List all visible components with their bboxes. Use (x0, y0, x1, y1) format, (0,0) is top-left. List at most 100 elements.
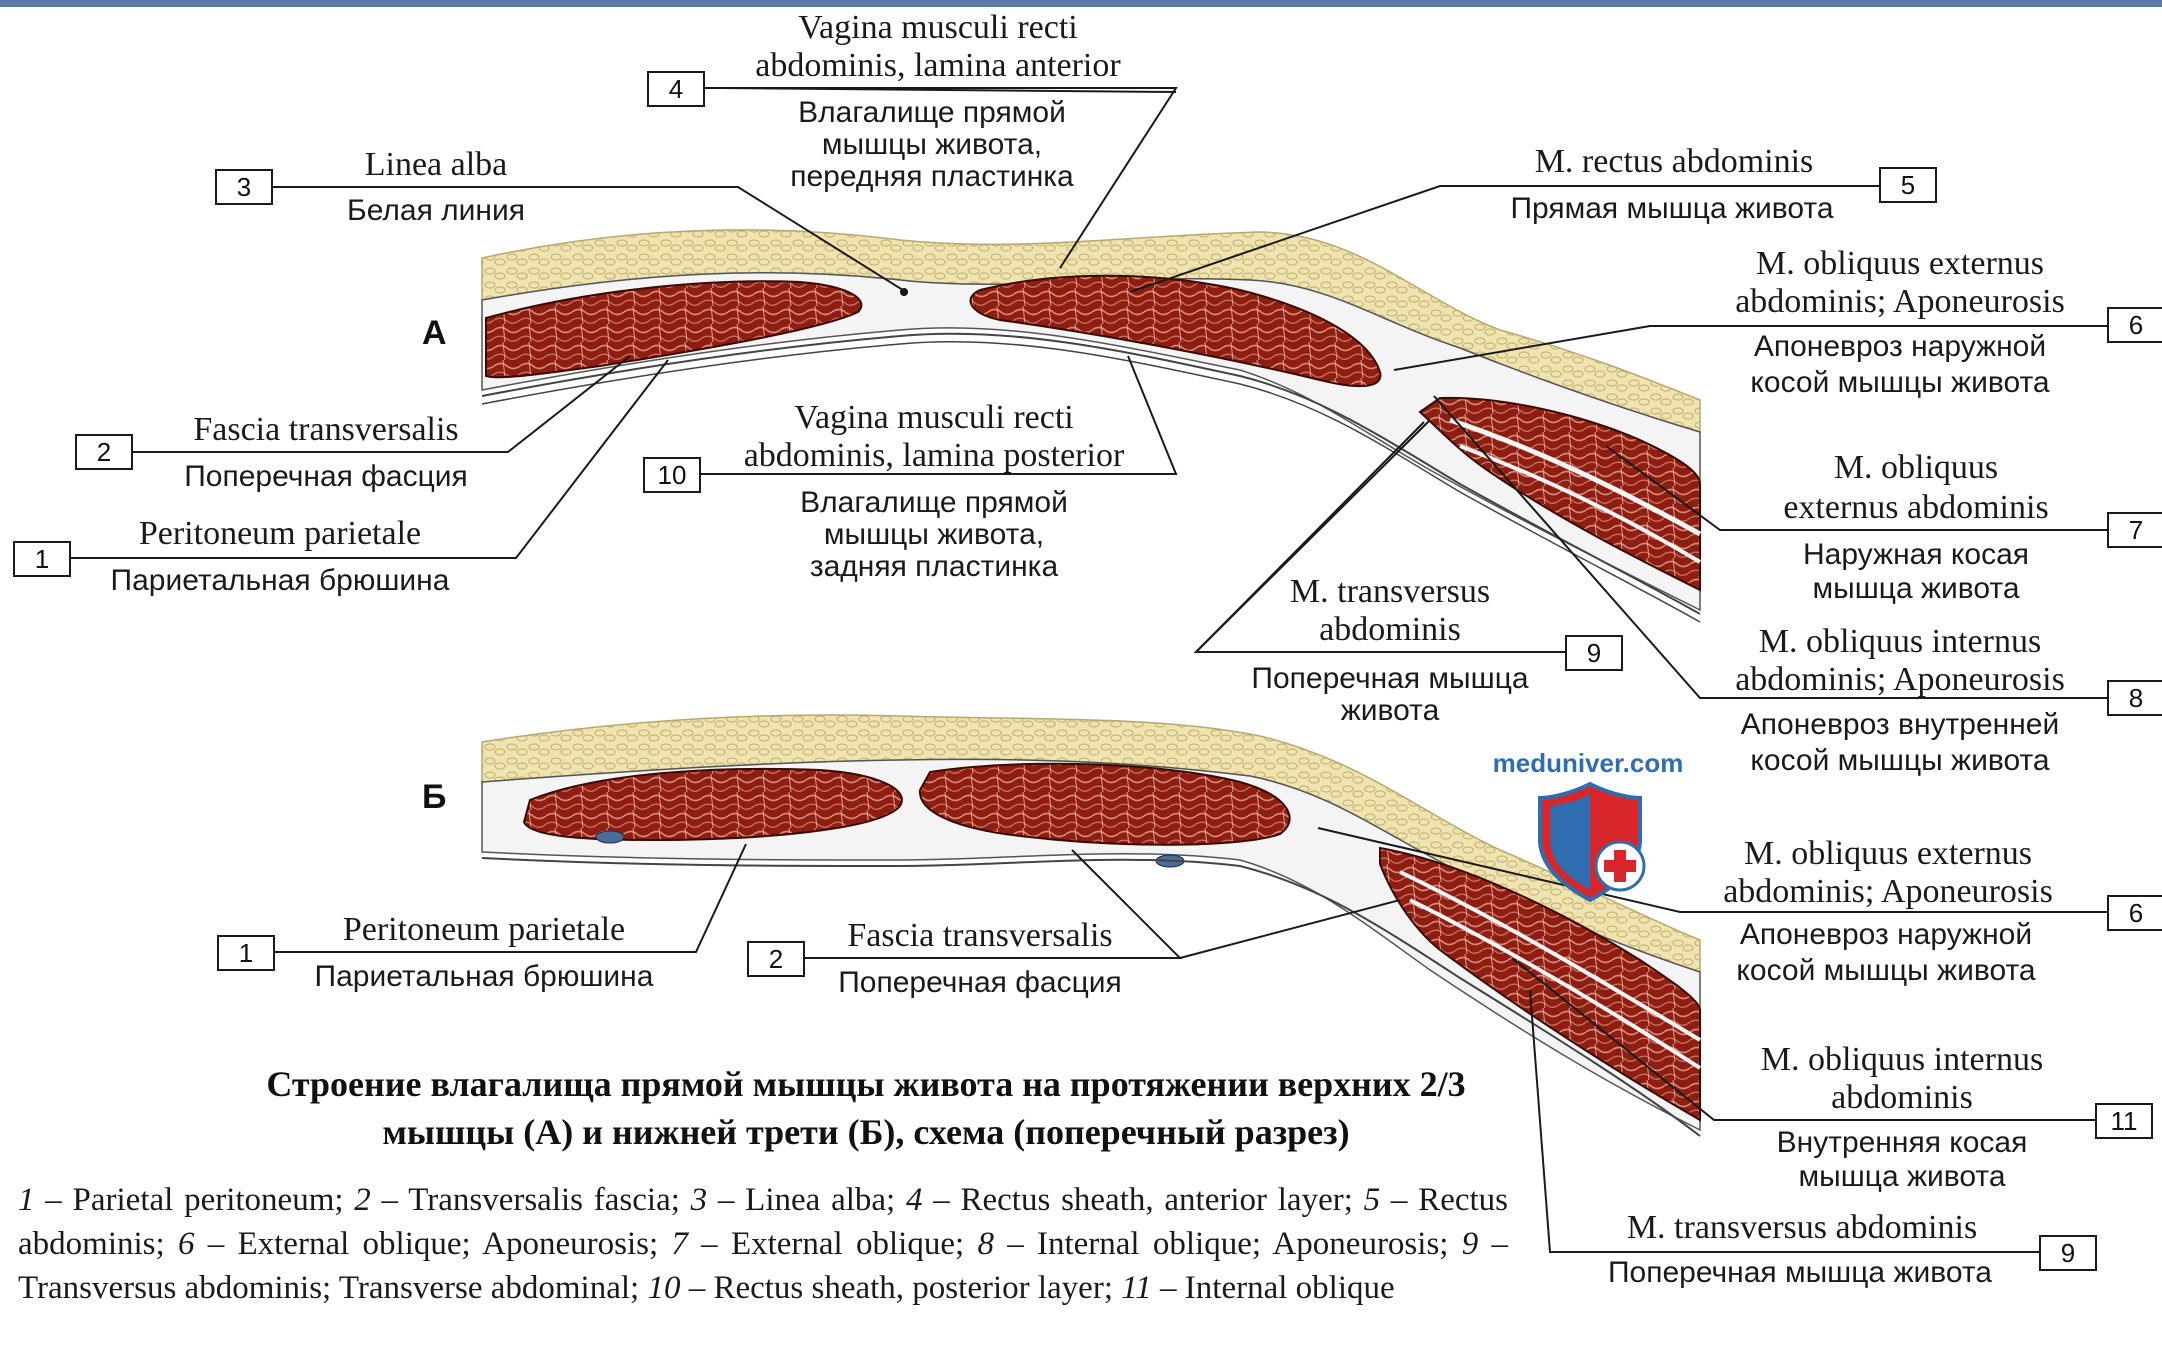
label-a9-latin-1: M. transversus (1290, 573, 1490, 610)
label-a2-ru: Поперечная фасция (184, 460, 468, 493)
label-a5-number: 5 (1901, 170, 1915, 200)
label-a6-latin-1: M. obliquus externus (1756, 245, 2044, 282)
label-a4-latin-2: abdominis, lamina anterior (755, 47, 1121, 84)
label-b6-ru-2: косой мышцы живота (1736, 954, 2035, 987)
legend-item-number: 6 (178, 1226, 195, 1262)
label-a10-ru-1: Влагалище прямой (800, 486, 1068, 519)
legend-item: 1 – Parietal peritoneum; (18, 1182, 354, 1218)
legend-item: 6 – External oblique; Aponeurosis; (178, 1226, 671, 1262)
label-b2-number: 2 (769, 944, 783, 974)
legend-item-number: 2 (354, 1182, 371, 1218)
caption-line-1: Строение влагалища прямой мышцы живота н… (196, 1060, 1536, 1108)
legend-item-text: – Rectus sheath, posterior layer; (680, 1270, 1121, 1306)
label-a5-ru: Прямая мышца живота (1510, 192, 1833, 225)
label-a9-number: 9 (1587, 638, 1601, 668)
label-b2-ru: Поперечная фасция (838, 966, 1122, 999)
label-b9-number: 9 (2061, 1238, 2075, 1268)
figure-legend: 1 – Parietal peritoneum; 2 – Transversal… (18, 1178, 1508, 1310)
legend-item: 10 – Rectus sheath, posterior layer; (647, 1270, 1121, 1306)
legend-item-number: 1 (18, 1182, 35, 1218)
label-a3-ru: Белая линия (347, 194, 525, 227)
legend-item: 7 – External oblique; (671, 1226, 977, 1262)
label-a8-latin-2: abdominis; Aponeurosis (1735, 661, 2065, 698)
legend-item-text: – Rectus sheath, anterior layer; (922, 1182, 1363, 1218)
legend-item: 11 – Internal oblique (1121, 1270, 1394, 1306)
label-b9-ru: Поперечная мышца живота (1608, 1256, 1992, 1289)
label-a5-latin: M. rectus abdominis (1535, 143, 1814, 180)
section-label-b: Б (422, 778, 446, 816)
caption-line-2: мышцы (А) и нижней трети (Б), схема (поп… (196, 1108, 1536, 1156)
legend-item-text: – Linea alba; (707, 1182, 906, 1218)
label-a4-ru-3: передняя пластинка (790, 160, 1074, 193)
legend-item-number: 5 (1364, 1182, 1381, 1218)
label-a6-number: 6 (2129, 310, 2143, 340)
label-a8-ru-2: косой мышцы живота (1750, 744, 2049, 777)
legend-item-text: – External oblique; Aponeurosis; (194, 1226, 671, 1262)
label-a1-ru: Париетальная брюшина (111, 564, 450, 597)
label-b1-number: 1 (239, 938, 253, 968)
label-b9-latin: M. transversus abdominis (1627, 1209, 1977, 1246)
legend-item-number: 8 (977, 1226, 994, 1262)
legend-item: 4 – Rectus sheath, anterior layer; (906, 1182, 1364, 1218)
legend-item-number: 10 (647, 1270, 680, 1306)
legend-item-number: 7 (671, 1226, 688, 1262)
label-a7-latin-1: M. obliquus (1834, 449, 1998, 486)
label-a2-latin: Fascia transversalis (193, 411, 458, 448)
label-a8-ru-1: Апоневроз внутренней (1741, 708, 2059, 741)
legend-item-number: 3 (691, 1182, 708, 1218)
label-a1-latin: Peritoneum parietale (139, 515, 421, 552)
legend-item-text: – Internal oblique (1152, 1270, 1395, 1306)
label-a2-number: 2 (97, 437, 111, 467)
label-a9-ru-1: Поперечная мышца (1251, 662, 1528, 695)
label-a4-latin-1: Vagina musculi recti (798, 9, 1077, 46)
legend-item-text: – Transversalis fascia; (371, 1182, 691, 1218)
section-label-a: А (422, 314, 447, 352)
label-a9-latin-2: abdominis (1319, 611, 1461, 648)
section-a-cross-section (482, 230, 1700, 622)
label-b6-number: 6 (2129, 898, 2143, 928)
watermark-text: meduniver.com (1493, 748, 1684, 778)
label-a10-ru-2: мышцы живота, (824, 518, 1044, 551)
label-a7-number: 7 (2129, 515, 2143, 545)
label-a4-number: 4 (669, 74, 683, 104)
label-a9-ru-2: живота (1341, 694, 1440, 727)
label-b6-ru-1: Апоневроз наружной (1740, 918, 2032, 951)
label-a3-number: 3 (237, 172, 251, 202)
label-b1-ru: Париетальная брюшина (315, 960, 654, 993)
label-a4-ru-1: Влагалище прямой (798, 96, 1066, 129)
label-b11-ru-2: мышца живота (1799, 1160, 2006, 1193)
label-a10-ru-3: задняя пластинка (810, 550, 1059, 583)
label-b1-latin: Peritoneum parietale (343, 911, 625, 948)
legend-item-text: – Parietal peritoneum; (35, 1182, 355, 1218)
label-b2-latin: Fascia transversalis (847, 917, 1112, 954)
label-b11-ru-1: Внутренняя косая (1777, 1126, 2028, 1159)
label-a7-ru-2: мышца живота (1813, 572, 2020, 605)
label-a1-number: 1 (35, 544, 49, 574)
label-a10-latin-2: abdominis, lamina posterior (744, 437, 1125, 474)
legend-item: 2 – Transversalis fascia; (354, 1182, 690, 1218)
label-b6-latin-2: abdominis; Aponeurosis (1723, 873, 2053, 910)
label-b11-latin-2: abdominis (1831, 1079, 1973, 1116)
label-a4-ru-2: мышцы живота, (822, 128, 1042, 161)
legend-item-text: – External oblique; (688, 1226, 978, 1262)
legend-item: 8 – Internal oblique; Aponeurosis; (977, 1226, 1461, 1262)
legend-item-text: – Internal oblique; Aponeurosis; (994, 1226, 1462, 1262)
legend-item-number: 11 (1121, 1270, 1152, 1306)
label-a10-number: 10 (658, 460, 687, 490)
label-a10-latin-1: Vagina musculi recti (794, 399, 1073, 436)
label-a6-latin-2: abdominis; Aponeurosis (1735, 283, 2065, 320)
legend-item: 3 – Linea alba; (691, 1182, 906, 1218)
label-a3-latin: Linea alba (365, 146, 508, 183)
label-b11-number: 11 (2111, 1106, 2138, 1136)
legend-item-number: 9 (1462, 1226, 1479, 1262)
label-a7-ru-1: Наружная косая (1803, 538, 2029, 571)
label-b6-latin-1: M. obliquus externus (1744, 835, 2032, 872)
label-a7-latin-2: externus abdominis (1783, 489, 2048, 526)
figure-caption: Строение влагалища прямой мышцы живота н… (196, 1060, 1536, 1156)
label-a6-ru-1: Апоневроз наружной (1754, 330, 2046, 363)
label-a8-number: 8 (2129, 683, 2143, 713)
label-b11-latin-1: M. obliquus internus (1761, 1041, 2043, 1078)
label-a6-ru-2: косой мышцы живота (1750, 366, 2049, 399)
legend-item-number: 4 (906, 1182, 923, 1218)
